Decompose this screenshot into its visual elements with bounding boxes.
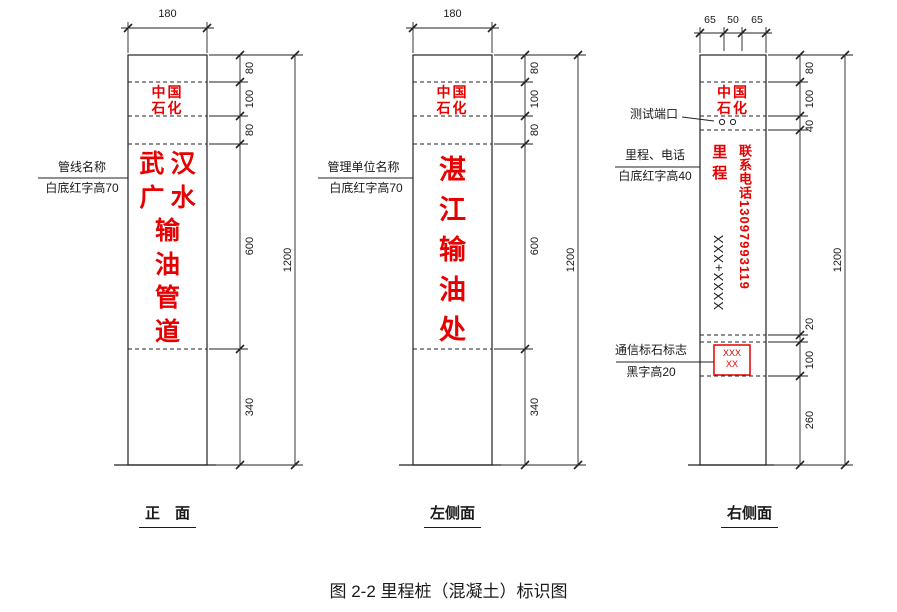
dimension-tick-marks [123, 23, 850, 470]
front-pipeline-name: 武 汉 广 水 输 油 管 道 [139, 151, 196, 346]
rightview-width-dim-65a: 65 [704, 14, 716, 26]
leftview-brand-sinopec: 中国 石化 [436, 84, 469, 116]
post-outlines [114, 54, 774, 466]
leftview-seg-dim-600: 600 [529, 236, 541, 256]
leftview-seg-dim-340: 340 [529, 397, 541, 417]
rightview-marker-box-text: XXX XX [722, 348, 741, 369]
front-label-char-spec: 白底红字高70 [45, 181, 119, 195]
leftview-total-dim-1200: 1200 [565, 247, 577, 273]
rightview-label-black-char-20: 黑字高20 [626, 365, 676, 379]
rightview-seg-dim-40: 40 [804, 119, 816, 133]
rightview-mileage-value: XXXX+XXX [711, 233, 726, 311]
test-port-circles [718, 118, 737, 126]
rightview-label-mileage-phone: 里程、电话 [624, 148, 685, 162]
leftview-unit-name: 湛 江 输 油 处 [439, 155, 466, 345]
front-label-pipeline-name: 管线名称 [57, 160, 106, 174]
panel-divider-dashed-lines [128, 81, 766, 377]
test-port-circle-left [718, 118, 726, 126]
front-seg-dim-600: 600 [244, 236, 256, 256]
rightview-total-dim-1200: 1200 [832, 247, 844, 273]
leader-lines [38, 116, 715, 363]
rightview-label-char-spec-40: 白底红字高40 [618, 169, 692, 183]
rightview-title: 右侧面 [721, 505, 778, 529]
comm-marker-box [713, 344, 751, 376]
rightview-label-test-port: 测试端口 [629, 107, 678, 121]
rightview-width-dim-50: 50 [727, 14, 739, 26]
rightview-phone-text: 联系电话13097993119 [736, 144, 752, 290]
front-brand-sinopec: 中国 石化 [151, 84, 184, 116]
rightview-brand-sinopec: 中国 石化 [717, 84, 749, 116]
leftview-label-unit-name: 管理单位名称 [327, 160, 400, 174]
front-seg-dim-80b: 80 [244, 123, 256, 137]
leftview-label-char-spec: 白底红字高70 [329, 181, 403, 195]
leftview-title: 左侧面 [424, 505, 481, 529]
rightview-width-dim-65b: 65 [751, 14, 763, 26]
front-seg-dim-340: 340 [244, 397, 256, 417]
rightview-mileage-text: 里程 [710, 144, 728, 186]
front-width-dim: 180 [158, 8, 177, 20]
rightview-seg-dim-260: 260 [804, 410, 816, 430]
front-view-title: 正 面 [139, 505, 196, 529]
rightview-label-comm-marker: 通信标石标志 [614, 343, 687, 357]
leftview-width-dim: 180 [443, 8, 462, 20]
rightview-seg-dim-20: 20 [804, 317, 816, 331]
leftview-seg-dim-80b: 80 [529, 123, 541, 137]
test-port-circle-right [729, 118, 737, 126]
front-total-dim-1200: 1200 [282, 247, 294, 273]
rightview-seg-dim-100b: 100 [804, 350, 816, 370]
figure-caption: 图 2-2 里程桩（混凝土）标识图 [329, 582, 568, 601]
